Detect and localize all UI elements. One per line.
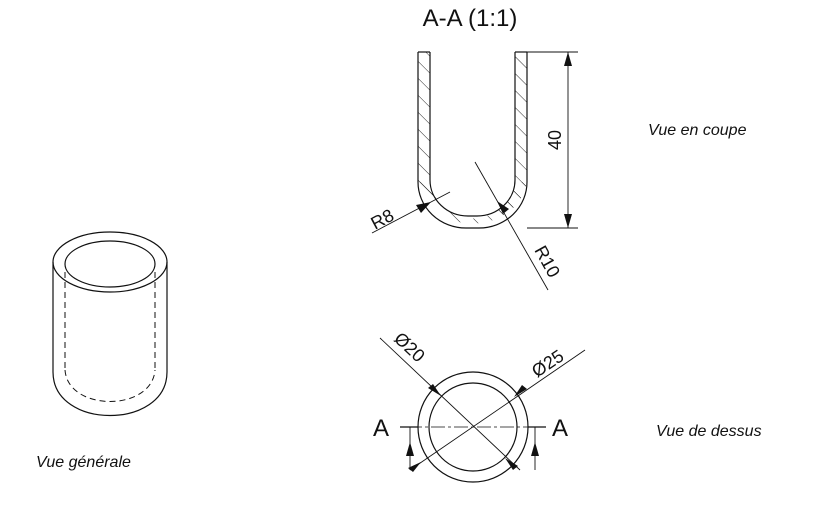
outer-diameter-dimension: Ø25 [408,346,586,472]
section-mark-right: A [552,415,568,442]
top-view: A A Ø20 Ø25 Vue de dessus [373,328,762,483]
inner-diameter-dimension: Ø20 [379,328,521,471]
section-view-label: Vue en coupe [648,122,747,139]
iso-inner-top [64,240,156,288]
section-bottom-hatch [418,182,527,224]
section-view: A-A (1:1) 40 R8 [367,5,747,291]
section-outer-outline [417,52,528,229]
height-dimension-label: 40 [545,130,565,150]
outer-radius-label: R10 [531,242,565,281]
section-left-wall-hatch [418,52,450,218]
height-dimension: 40 [527,51,578,229]
top-view-label: Vue de dessus [656,423,762,440]
section-mark-left: A [373,415,389,442]
iso-inner-bottom-hidden [64,369,156,402]
section-title: A-A (1:1) [423,5,518,32]
general-view-label: Vue générale [36,454,131,471]
inner-diameter-label: Ø20 [390,328,429,366]
section-inner-outline [429,52,516,217]
inner-radius-leader: R8 [367,191,451,234]
section-right-wall-hatch [495,52,527,218]
iso-outer-bottom [52,371,168,417]
general-view: Vue générale [36,231,168,471]
inner-radius-label: R8 [367,205,397,233]
